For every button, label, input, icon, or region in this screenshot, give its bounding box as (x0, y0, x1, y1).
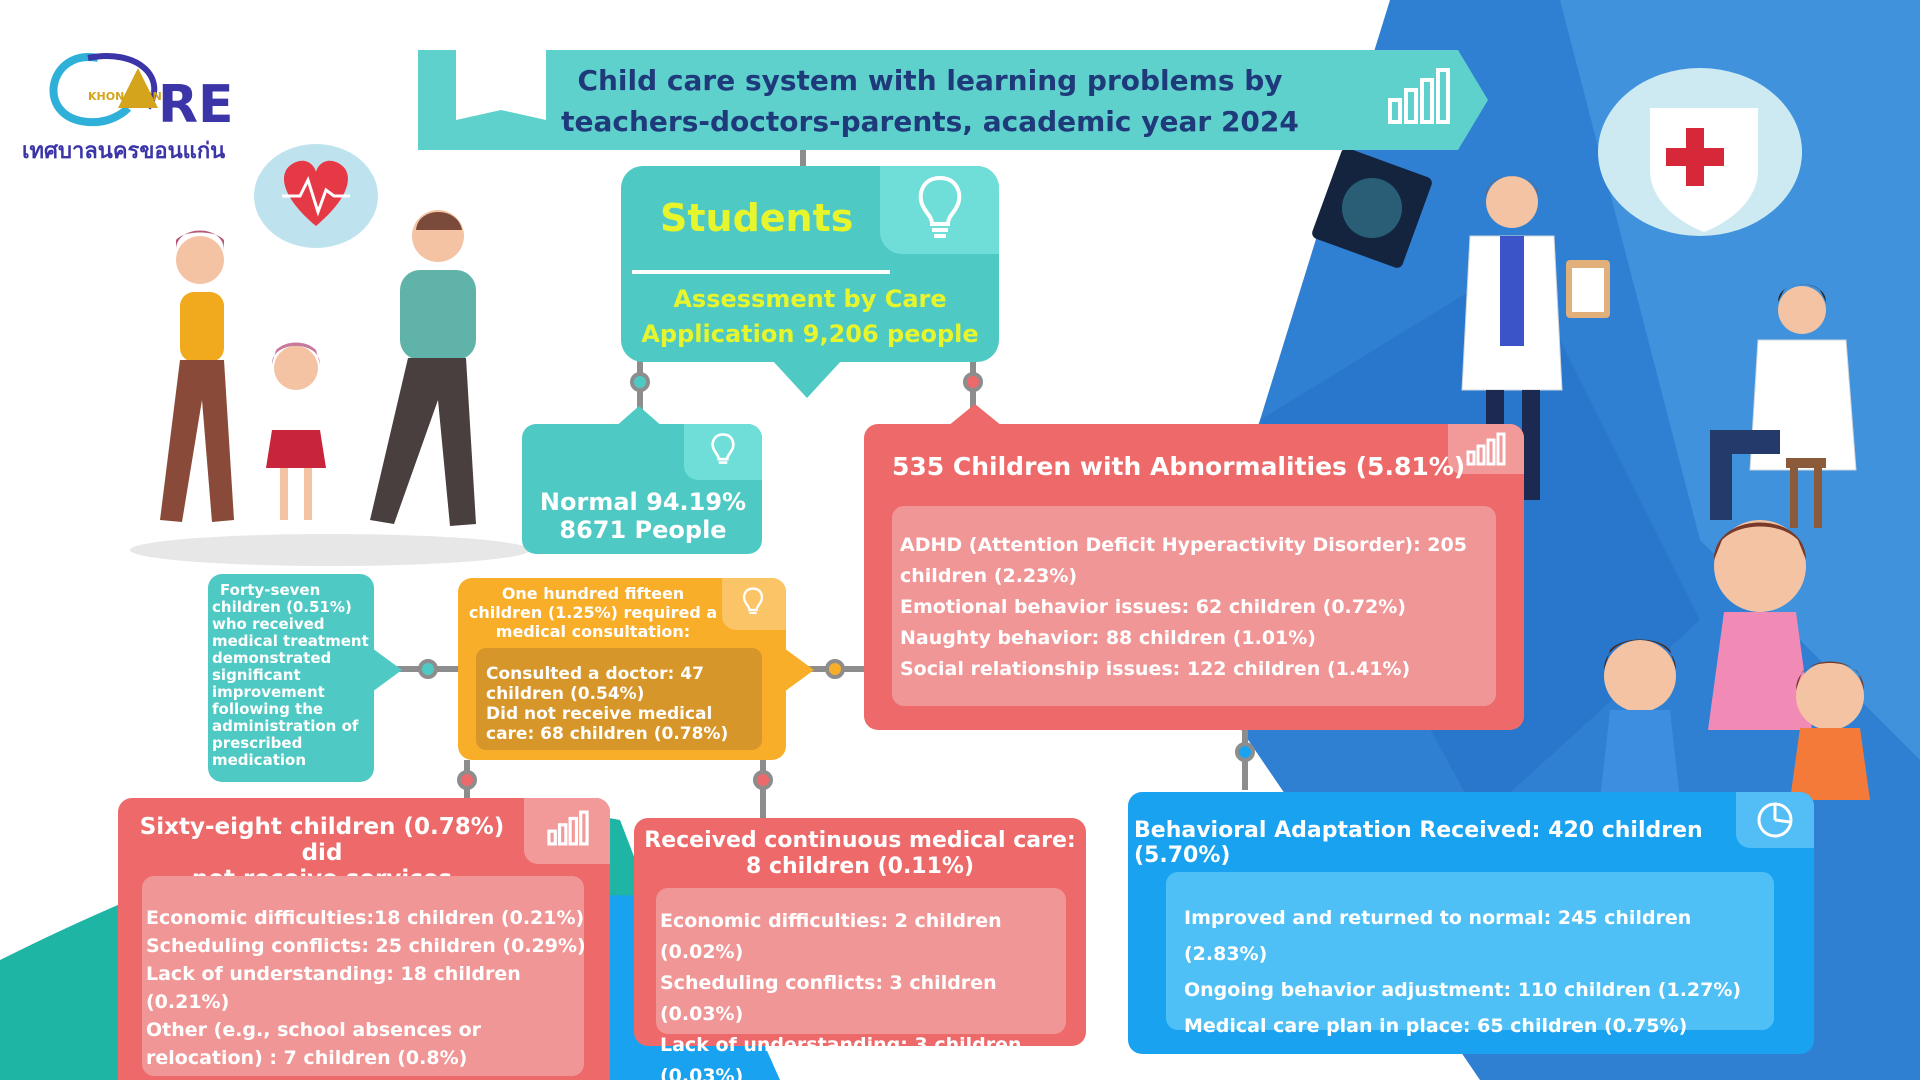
care-logo: KHON KAEN RE (49, 53, 234, 135)
abnormal-list: ADHD (Attention Deficit Hyperactivity Di… (900, 530, 1490, 685)
continuous-care-list: Economic difficulties: 2 children (0.02%… (660, 906, 1070, 1080)
title-banner (418, 50, 1488, 150)
behavioral-list-panel (1166, 872, 1774, 1030)
abnormal-list-panel (892, 506, 1496, 706)
list-item: Did not receive medical (486, 704, 713, 724)
list-item: Consulted a doctor: 47 (486, 664, 704, 684)
list-item: Naughty behavior: 88 children (1.01%) (900, 627, 1316, 649)
list-item: children (2.23%) (900, 565, 1078, 587)
pie-chart-icon (1757, 802, 1793, 838)
list-item: Economic difficulties: 2 children (0.02%… (660, 910, 1002, 963)
list-item: care: 68 children (0.78%) (486, 724, 729, 744)
connector-dot (753, 770, 773, 790)
connector-title-students (800, 150, 806, 170)
students-icon-panel (880, 166, 999, 254)
students-box-pointer (772, 360, 842, 398)
connector-dot (963, 372, 983, 392)
consultation-list: Consulted a doctor: 47 children (0.54%) … (486, 664, 756, 744)
list-item: Scheduling conflicts: 3 children (0.03%) (660, 972, 997, 1025)
students-divider (632, 270, 890, 274)
abnormal-icon-panel (1448, 424, 1524, 474)
page-title: Child care system with learning problems… (561, 64, 1299, 138)
students-assessment: Assessment by Care Application 9,206 peo… (641, 285, 979, 348)
normal-box-pointer (614, 406, 664, 428)
bar-chart-icon (1466, 432, 1506, 466)
no-services-list-panel (142, 876, 584, 1076)
list-item: Social relationship issues: 122 children… (900, 658, 1411, 680)
svg-text:RE: RE (158, 75, 234, 135)
improved-text: Forty-seven children (0.51%) who receive… (212, 581, 369, 769)
consultation-icon-panel (722, 578, 786, 630)
list-item: Lack of understanding: 3 children (660, 1034, 1022, 1056)
list-item: Scheduling conflicts: 25 children (0.29%… (146, 935, 586, 957)
family-illustration (130, 210, 530, 566)
lightbulb-icon (918, 175, 962, 238)
behavioral-list: Improved and returned to normal: 245 chi… (1184, 900, 1774, 1044)
connector-dot (1235, 742, 1255, 762)
svg-text:KHON KAEN: KHON KAEN (88, 90, 162, 103)
students-heading: Students (660, 196, 854, 240)
improved-box-pointer (372, 648, 402, 692)
connector-dot (630, 372, 650, 392)
connector-dot (457, 770, 477, 790)
doctors-illustration (1312, 148, 1857, 528)
connector-dot (825, 659, 845, 679)
logo-thai-name: เทศบาลนครขอนแก่น (22, 139, 226, 164)
behavioral-heading: Behavioral Adaptation Received: 420 chil… (1134, 818, 1703, 868)
bar-chart-icon (547, 810, 589, 846)
connector-dot (418, 659, 438, 679)
lightbulb-icon (742, 587, 764, 615)
list-item: (0.03%) (660, 1065, 744, 1080)
kids-illustration (1600, 520, 1870, 800)
continuous-care-heading: Received continuous medical care: 8 chil… (644, 828, 1076, 879)
list-item: Emotional behavior issues: 62 children (… (900, 596, 1406, 618)
connector-consult-down-right (760, 760, 766, 820)
consultation-box-pointer (784, 648, 814, 692)
list-item: relocation) : 7 children (0.8%) (146, 1047, 468, 1069)
lightbulb-icon (711, 433, 735, 464)
abnormal-heading: 535 Children with Abnormalities (5.81%) (892, 452, 1466, 481)
list-item: Economic difficulties:18 children (0.21%… (146, 907, 585, 929)
consultation-list-panel (476, 648, 762, 750)
consultation-heading: One hundred fifteen children (1.25%) req… (468, 584, 718, 641)
continuous-care-list-panel (656, 888, 1066, 1034)
list-item: children (0.54%) (486, 684, 645, 704)
list-item: Ongoing behavior adjustment: 110 childre… (1184, 979, 1742, 1001)
list-item: ADHD (Attention Deficit Hyperactivity Di… (900, 534, 1467, 556)
improved-box (208, 574, 374, 782)
list-item: Other (e.g., school absences or (146, 1019, 482, 1041)
abnormal-box-pointer (948, 404, 1002, 426)
no-services-list: Economic difficulties:18 children (0.21%… (146, 904, 586, 1072)
list-item: Lack of understanding: 18 children (0.21… (146, 963, 521, 1013)
list-item: Medical care plan in place: 65 children … (1184, 1015, 1688, 1037)
list-item: Improved and returned to normal: 245 chi… (1184, 907, 1692, 965)
normal-text: Normal 94.19% 8671 People (539, 488, 747, 544)
